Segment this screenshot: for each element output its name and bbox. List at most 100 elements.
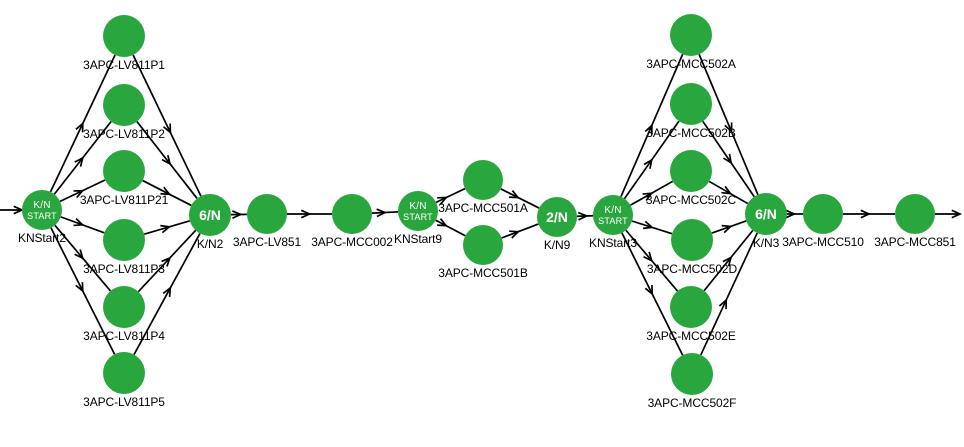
node-label-mcc502a: 3APC-MCC502A bbox=[646, 57, 736, 71]
edge-line-knstart9-mcc501b bbox=[435, 219, 466, 237]
node-label-kn3: K/N3 bbox=[752, 236, 780, 250]
node-label-knstart3: KNStart3 bbox=[589, 236, 637, 250]
edge-arrowhead-mcc502d-kn3 bbox=[721, 224, 733, 234]
node-mcc501b[interactable] bbox=[463, 225, 503, 265]
edge-line-mcc502e-kn3 bbox=[703, 229, 754, 292]
node-label-lv851: 3APC-LV851 bbox=[232, 235, 302, 249]
node-label-mcc502d: 3APC-MCC502D bbox=[646, 262, 738, 276]
edge-line-mcc502f-kn3 bbox=[700, 232, 758, 356]
node-label-mcc502c: 3APC-MCC502C bbox=[645, 193, 737, 207]
node-label-mcc502e: 3APC-MCC502E bbox=[646, 329, 736, 343]
node-inner-text-knstart2-1: START bbox=[27, 210, 57, 221]
edge-line-knstart9-mcc501a bbox=[435, 187, 466, 204]
node-label-knstart2: KNStart2 bbox=[18, 231, 66, 245]
node-label-lv811p21: 3APC-LV811P21 bbox=[79, 193, 169, 207]
edge-arrowhead-lv851-mcc002 bbox=[300, 209, 312, 219]
edge-arrowhead-mcc502f-kn3 bbox=[718, 298, 728, 310]
edge-arrowhead-mcc002-knstart9 bbox=[376, 208, 388, 218]
edge-arrowhead-kn9-knstart3 bbox=[577, 211, 589, 221]
edge-arrowhead-mcc502a-kn3 bbox=[724, 122, 733, 134]
node-inner-text-knstart9-1: START bbox=[403, 211, 433, 222]
edge-arrowhead-kn2-lv851 bbox=[231, 210, 243, 220]
node-label-lv811p4: 3APC-LV811P4 bbox=[83, 329, 165, 343]
node-label-kn9: K/N9 bbox=[543, 238, 571, 252]
edge-arrowhead-knstart2-lv811p21 bbox=[73, 189, 85, 199]
node-lv811p5[interactable] bbox=[103, 352, 145, 394]
node-lv811p2[interactable] bbox=[103, 84, 145, 126]
edge-arrowhead-knstart3-mcc502a bbox=[644, 123, 653, 135]
node-label-mcc851: 3APC-MCC851 bbox=[874, 235, 956, 249]
edge-arrowhead-knstart3-mcc502e bbox=[643, 251, 654, 263]
node-kn2[interactable]: 6/N bbox=[189, 194, 231, 236]
node-label-mcc501a: 3APC-MCC501A bbox=[438, 201, 528, 215]
node-label-lv811p5: 3APC-LV811P5 bbox=[83, 395, 165, 409]
node-lv811p4[interactable] bbox=[103, 286, 145, 328]
edge-arrowhead-knstart9-mcc501a bbox=[437, 196, 449, 205]
node-label-mcc501b: 3APC-MCC501B bbox=[438, 266, 528, 280]
edge-line-mcc502c-kn3 bbox=[708, 180, 749, 205]
node-label-kn2: K/N2 bbox=[196, 237, 224, 251]
node-inner-text-knstart2-0: K/N bbox=[33, 199, 51, 211]
node-label-knstart9: KNStart9 bbox=[394, 232, 442, 246]
edge-arrowhead-lv811p4-kn2 bbox=[161, 256, 172, 267]
edge-arrowhead-mcc502b-kn3 bbox=[722, 153, 733, 165]
node-label-lv811p2: 3APC-LV811P2 bbox=[83, 127, 165, 141]
node-mcc502b[interactable] bbox=[670, 83, 712, 125]
edge-arrowhead-lv811p1-kn2 bbox=[162, 123, 172, 135]
node-kn3[interactable]: 6/N bbox=[745, 193, 787, 235]
node-label-lv811p1: 3APC-LV811P1 bbox=[83, 58, 165, 72]
edge-arrowhead-knstart3-mcc502f bbox=[644, 285, 654, 296]
edge-arrowhead-lv811p5-kn2 bbox=[162, 286, 172, 297]
node-mcc502e[interactable] bbox=[670, 286, 712, 328]
node-lv811p21[interactable] bbox=[103, 150, 145, 192]
edge-arrowhead-mcc502c-kn3 bbox=[721, 185, 733, 195]
node-mcc502a[interactable] bbox=[670, 14, 712, 56]
edge-line-lv811p1-kn2 bbox=[132, 54, 202, 197]
node-mcc002[interactable] bbox=[332, 194, 372, 234]
edge-arrowhead-knstart2-lv811p3 bbox=[73, 217, 85, 227]
edge-line-lv811p5-kn2 bbox=[133, 233, 201, 355]
node-inner-text-kn2-0: 6/N bbox=[199, 206, 221, 223]
edge-arrowhead-knstart3-mcc502b bbox=[643, 158, 653, 169]
edge-arrowhead-knstart3-mcc502c bbox=[642, 192, 654, 201]
node-kn9[interactable]: 2/N bbox=[537, 197, 577, 237]
edge-line-mcc501a-kn9 bbox=[500, 188, 540, 209]
edge-arrowhead-mcc502e-kn3 bbox=[722, 255, 733, 267]
edge-arrowhead-mcc510-mcc851 bbox=[860, 209, 872, 219]
edge-line-mcc502a-kn3 bbox=[698, 54, 759, 195]
edge-line-lv811p4-kn2 bbox=[137, 229, 197, 293]
edge-arrowhead-lv811p2-kn2 bbox=[161, 154, 172, 166]
node-mcc502d[interactable] bbox=[671, 219, 713, 261]
node-mcc502c[interactable] bbox=[670, 150, 712, 192]
edge-arrowhead-mcc501b-kn9 bbox=[509, 230, 521, 239]
node-lv811p1[interactable] bbox=[103, 15, 145, 57]
node-inner-text-knstart3-0: K/N bbox=[604, 204, 622, 216]
edge-line-lv811p21-kn2 bbox=[142, 179, 192, 207]
node-label-mcc502f: 3APC-MCC502F bbox=[647, 396, 737, 410]
node-label-lv811p3: 3APC-LV811P3 bbox=[83, 262, 165, 276]
edge-arrowhead-mcc851-out bbox=[951, 209, 963, 219]
edge-arrowhead-lv811p3-kn2 bbox=[160, 224, 172, 234]
node-mcc510[interactable] bbox=[803, 194, 843, 234]
node-label-mcc002: 3APC-MCC002 bbox=[311, 235, 393, 249]
edge-arrowhead-knstart3-mcc502d bbox=[642, 220, 655, 230]
edge-arrowhead-knstart2-lv811p4 bbox=[74, 249, 85, 260]
node-inner-text-knstart3-1: START bbox=[598, 215, 628, 226]
edge-arrowhead-mcc501a-kn9 bbox=[509, 190, 520, 199]
node-label-mcc510: 3APC-MCC510 bbox=[782, 235, 864, 249]
node-mcc851[interactable] bbox=[895, 194, 935, 234]
edge-arrowhead-knstart2-lv811p5 bbox=[75, 282, 84, 293]
node-lv851[interactable] bbox=[247, 194, 287, 234]
node-label-mcc502b: 3APC-MCC502B bbox=[646, 126, 736, 140]
node-mcc501a[interactable] bbox=[463, 160, 503, 200]
edge-arrowhead-kn3-mcc510 bbox=[785, 209, 797, 219]
node-inner-text-kn9-0: 2/N bbox=[546, 208, 568, 225]
node-mcc502f[interactable] bbox=[671, 353, 713, 395]
edge-arrowhead-knstart2-lv811p1 bbox=[75, 121, 84, 133]
node-lv811p3[interactable] bbox=[103, 219, 145, 261]
